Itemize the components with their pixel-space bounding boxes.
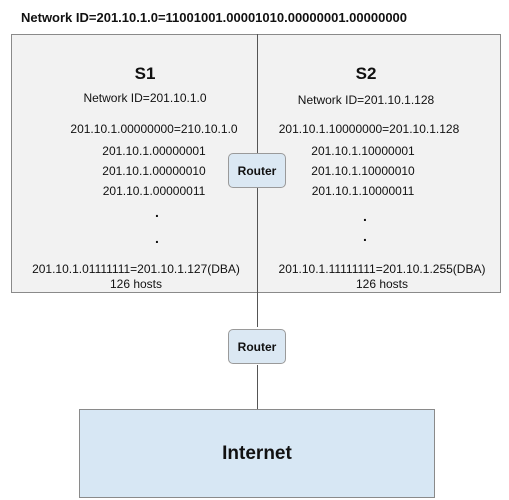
router-bottom-label: Router (237, 339, 277, 354)
s2-hosts: 126 hosts (355, 277, 409, 291)
diagram-title: Network ID=201.10.1.0=11001001.00001010.… (21, 10, 408, 25)
s2-address-0: 201.10.1.10000000=201.10.1.128 (278, 122, 460, 136)
s1-ellipsis-dot: . (155, 230, 159, 246)
router-top-label: Router (237, 163, 277, 178)
link-subnets-router (257, 293, 258, 327)
internet-label: Internet (222, 442, 292, 464)
internet-box: Internet (79, 409, 435, 498)
s2-address-3: 201.10.1.10000011 (311, 184, 415, 198)
s1-address-3: 201.10.1.00000011 (102, 184, 206, 198)
s2-address-2: 201.10.1.10000010 (311, 164, 415, 178)
s2-ellipsis-dot: . (363, 228, 367, 244)
router-bottom: Router (228, 329, 286, 364)
s1-address-1: 201.10.1.00000001 (102, 144, 206, 158)
s1-ellipsis-dot: . (155, 204, 159, 220)
s1-address-0: 201.10.1.00000000=210.10.1.0 (70, 122, 238, 136)
s1-hosts: 126 hosts (109, 277, 163, 291)
s1-network-id: Network ID=201.10.1.0 (83, 91, 207, 105)
s2-network-id: Network ID=201.10.1.128 (297, 93, 435, 107)
s2-name: S2 (355, 64, 377, 83)
s1-address-2: 201.10.1.00000010 (102, 164, 206, 178)
s1-name: S1 (134, 64, 156, 83)
s1-dba: 201.10.1.01111111=201.10.1.127(DBA) (32, 262, 240, 276)
router-top: Router (228, 153, 286, 188)
s2-ellipsis-dot: . (363, 208, 367, 224)
link-router-internet (257, 365, 258, 410)
s2-dba: 201.10.1.11111111=201.10.1.255(DBA) (278, 262, 486, 276)
s2-address-1: 201.10.1.10000001 (311, 144, 415, 158)
